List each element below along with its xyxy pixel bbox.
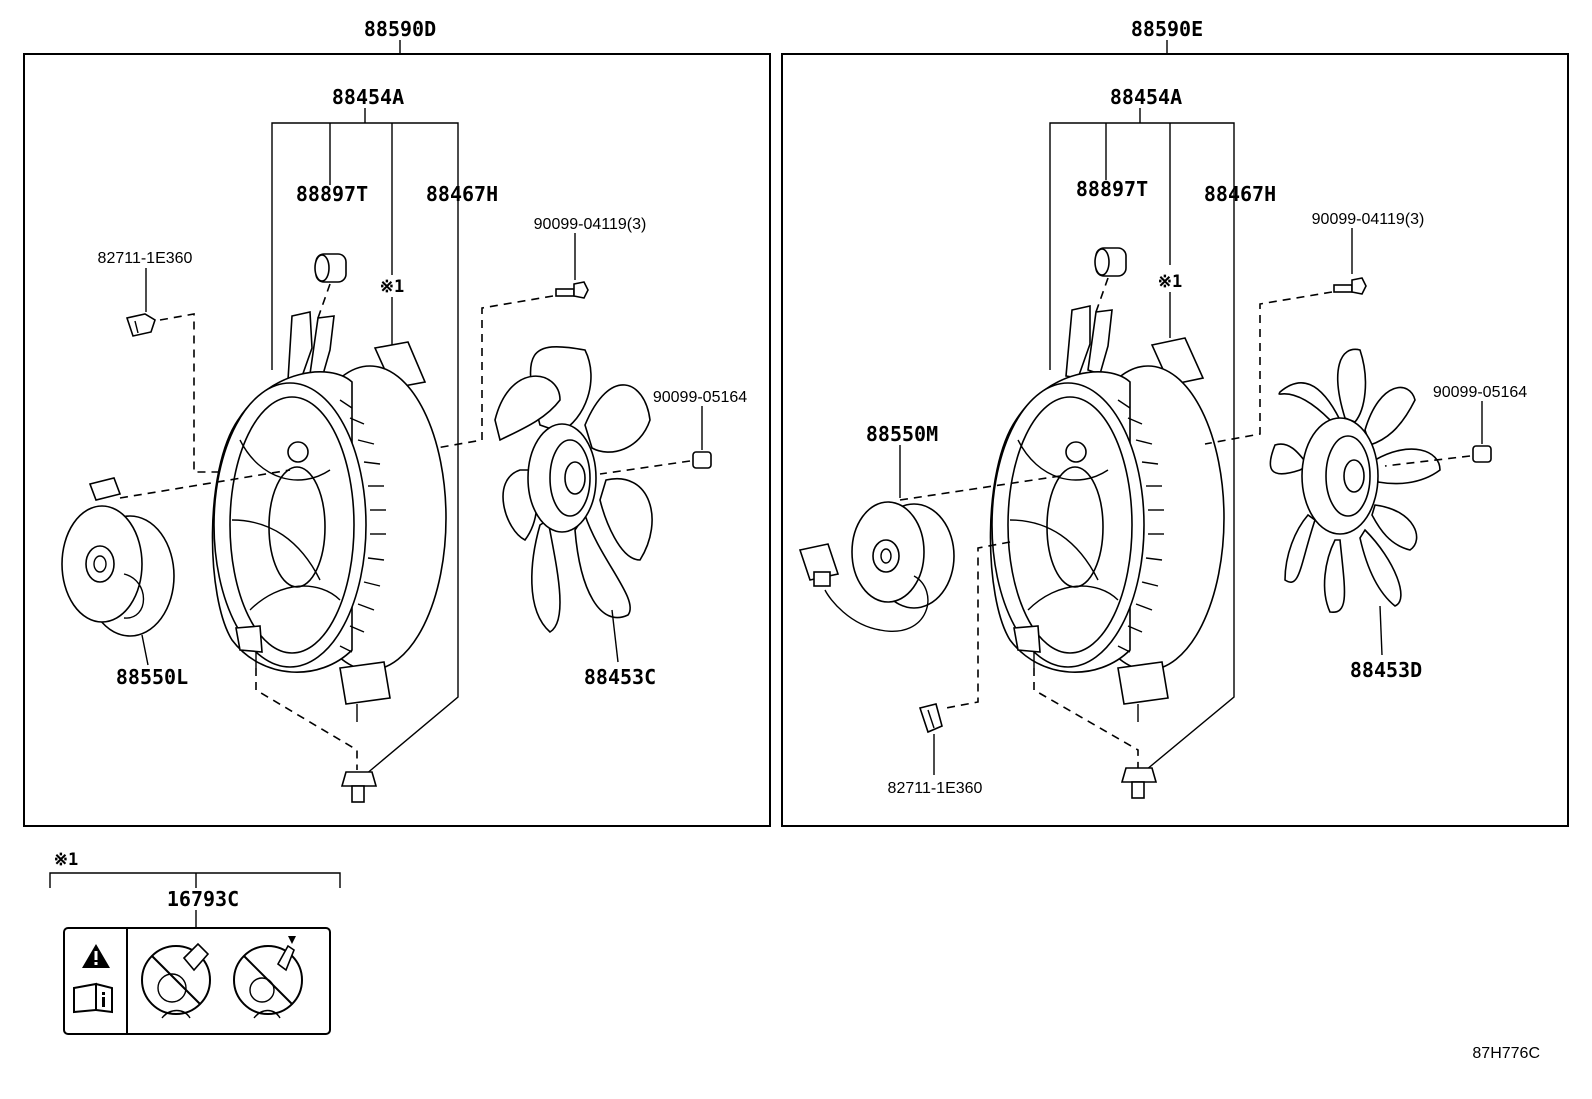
assembly-label-right[interactable]: 88590E [1131, 17, 1203, 41]
bushing-label-right[interactable]: 88897T [1076, 177, 1148, 201]
bushing-part-right[interactable] [1094, 247, 1127, 313]
fan-blade-part-right[interactable] [1269, 348, 1441, 613]
manual-info-icon [73, 982, 113, 1014]
bushing-label-left[interactable]: 88897T [296, 182, 368, 206]
nut-part-left[interactable] [692, 451, 712, 469]
motor-part-right[interactable] [798, 501, 955, 633]
note-mark-left: ※1 [380, 277, 404, 297]
screw-part-left[interactable] [555, 281, 589, 299]
motor-label-left[interactable]: 88550L [116, 665, 188, 689]
bushing-part-left[interactable] [314, 253, 347, 319]
shroud-sub-label-right[interactable]: 88454A [1110, 85, 1182, 109]
fan-label-left[interactable]: 88453C [584, 665, 656, 689]
motor-label-right[interactable]: 88550M [866, 422, 938, 446]
grommet-part-left[interactable] [340, 771, 378, 803]
connector-label-left[interactable]: 82711-1E360 [98, 250, 193, 267]
fan-shroud-part-left[interactable] [211, 311, 447, 722]
caution-label-code[interactable]: 16793C [167, 887, 239, 911]
grommet-part-right[interactable] [1120, 767, 1158, 799]
connector-label-right[interactable]: 82711-1E360 [888, 780, 983, 797]
note-mark: ※1 [54, 850, 78, 870]
fan-blade-part-left[interactable] [494, 346, 653, 633]
group-left-frame [23, 53, 771, 827]
connector-part-left[interactable] [125, 313, 156, 337]
fan-label-right[interactable]: 88453D [1350, 658, 1422, 682]
no-tools-in-fan-icon [233, 936, 303, 1019]
group-right: 88590E 88454A 88897T 88467H ※1 [781, 17, 1569, 827]
diagram-code: 87H776C [1472, 1045, 1540, 1062]
shroud-label-right[interactable]: 88467H [1204, 182, 1276, 206]
screw-part-right[interactable] [1333, 277, 1367, 295]
note-section: ※1 16793C [49, 850, 341, 1035]
assembly-label-left[interactable]: 88590D [364, 17, 436, 41]
group-left: 88590D 88454A 88897T 88467H ※1 82711-1E3… [23, 17, 771, 827]
nut-part-right[interactable] [1472, 445, 1492, 463]
warning-triangle-icon [82, 944, 110, 968]
note-mark-right: ※1 [1158, 272, 1182, 292]
nut-label-left[interactable]: 90099-05164 [653, 389, 747, 406]
shroud-sub-label-left[interactable]: 88454A [332, 85, 404, 109]
motor-part-left[interactable] [61, 477, 175, 637]
caution-label-illustration[interactable] [63, 927, 331, 1035]
group-right-frame [781, 53, 1569, 827]
connector-part-right[interactable] [918, 703, 943, 734]
fan-shroud-part-right[interactable] [989, 305, 1225, 722]
no-hands-in-fan-icon [141, 942, 211, 1019]
nut-label-right[interactable]: 90099-05164 [1433, 384, 1527, 401]
shroud-label-left[interactable]: 88467H [426, 182, 498, 206]
screw-label-right[interactable]: 90099-04119(3) [1312, 211, 1425, 228]
screw-label-left[interactable]: 90099-04119(3) [534, 216, 647, 233]
